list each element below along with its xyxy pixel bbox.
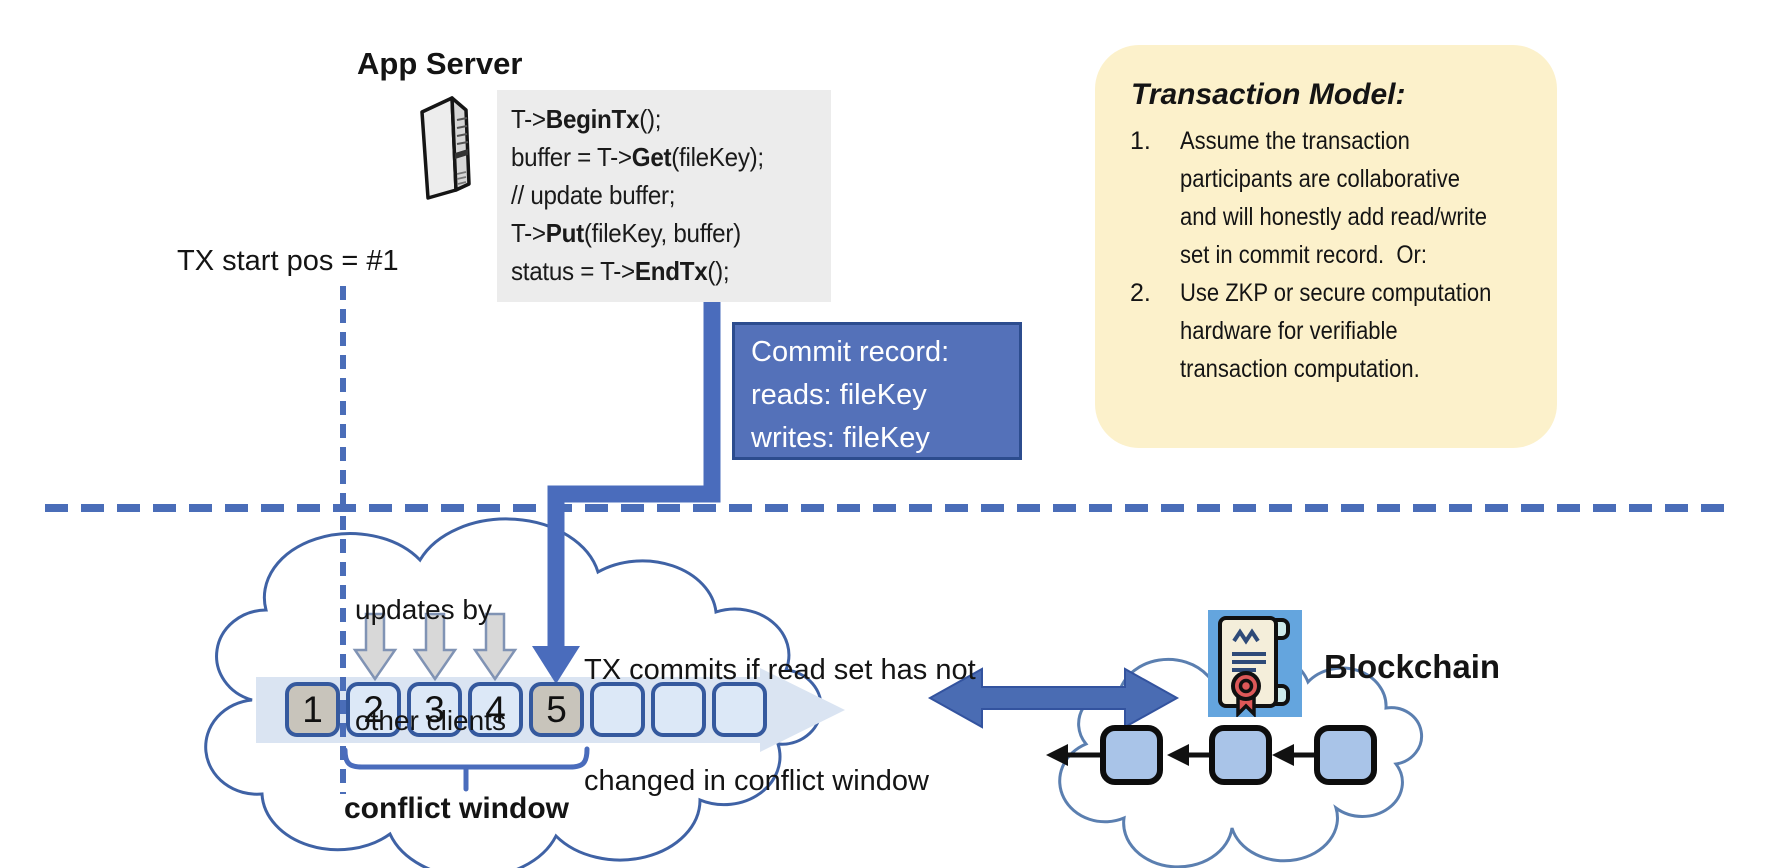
- chain-slot-1: 1: [285, 682, 340, 737]
- update-arrow-icon: [352, 612, 398, 682]
- commit-flow-elbow-arrow: [547, 302, 721, 648]
- chain-slot-empty: [590, 682, 645, 737]
- blockchain-link-arrow-head: [1167, 744, 1189, 766]
- blockchain-link-arrow-head: [1046, 744, 1068, 766]
- update-arrow-icon: [412, 612, 458, 682]
- chain-slot-5: 5: [529, 682, 584, 737]
- commit-record-title: Commit record:: [751, 336, 950, 368]
- sync-double-arrow: [927, 667, 1180, 729]
- commit-record-reads: reads: fileKey: [751, 379, 927, 411]
- chain-slot-3: 3: [407, 682, 462, 737]
- conflict-window-label: conflict window: [344, 792, 569, 825]
- app-server-label: App Server: [357, 46, 523, 81]
- code-line: buffer = T->Get(fileKey);: [511, 142, 764, 172]
- transaction-model-note: [1095, 45, 1557, 448]
- commit-flow-arrow-head: [532, 646, 580, 684]
- chain-slot-4: 4: [468, 682, 523, 737]
- code-line: T->Put(fileKey, buffer): [511, 218, 741, 248]
- server-tower-icon: [420, 96, 471, 200]
- blockchain-block: [1314, 725, 1377, 785]
- update-arrow-icon: [472, 612, 518, 682]
- conflict-window-bracket: [342, 746, 590, 792]
- updates-by-other-clients-label: updates by other clients: [355, 594, 506, 736]
- code-line: T->BeginTx();: [511, 104, 662, 134]
- blockchain-label: Blockchain: [1324, 648, 1501, 685]
- commit-record-box: Commit record: reads: fileKey writes: fi…: [732, 322, 1022, 460]
- chain-slot-empty: [651, 682, 706, 737]
- tx-commits-note-label: TX commits if read set has not changed i…: [584, 654, 976, 797]
- blockchain-block: [1100, 725, 1163, 785]
- code-line: status = T->EndTx();: [511, 256, 730, 286]
- chain-slot-2: 2: [346, 682, 401, 737]
- tx-start-pos-label: TX start pos = #1: [177, 245, 399, 277]
- certificate-scroll-icon: [1208, 610, 1302, 717]
- commit-record-writes: writes: fileKey: [751, 422, 930, 454]
- code-line: // update buffer;: [511, 180, 676, 210]
- blockchain-link-arrow-head: [1272, 744, 1294, 766]
- transaction-model-title: Transaction Model:: [1131, 78, 1406, 111]
- transaction-code-block: T->BeginTx(); buffer = T->Get(fileKey); //…: [497, 90, 831, 302]
- blockchain-block: [1209, 725, 1272, 785]
- chain-slot-empty: [712, 682, 767, 737]
